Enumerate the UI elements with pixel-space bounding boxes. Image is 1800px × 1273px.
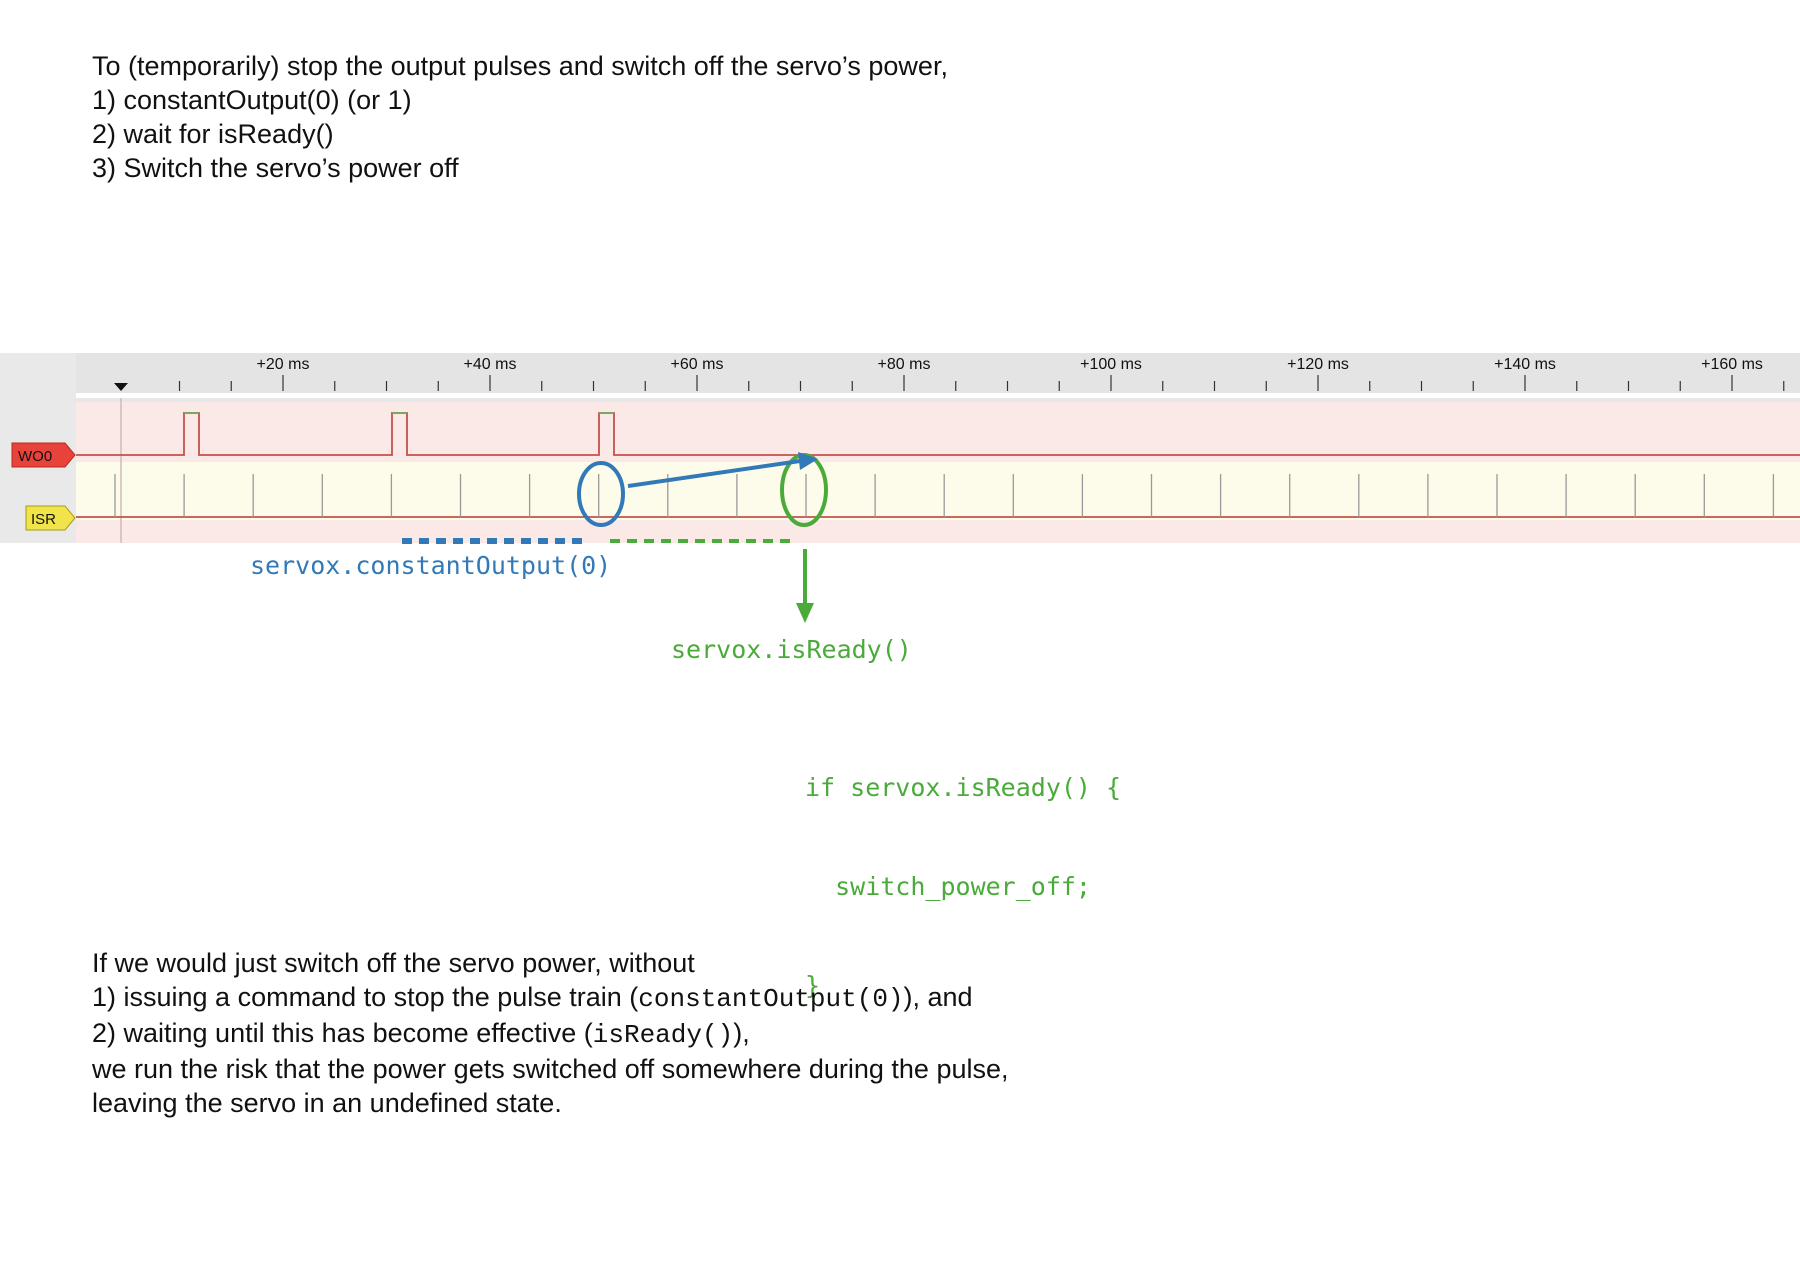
intro-line: 3) Switch the servo’s power off (92, 153, 459, 183)
tick-label: +140 ms (1494, 356, 1556, 373)
time-ruler (76, 353, 1800, 393)
isr-lane-lower (76, 520, 1800, 543)
inline-code: isReady() (592, 1020, 734, 1050)
down-arrow-icon (796, 603, 814, 623)
outro-text-span: 1) issuing a command to stop the pulse t… (92, 982, 639, 1012)
isr-channel-tag: ISR (25, 505, 76, 531)
isr-spikes (114, 474, 1775, 517)
outro-text-span: 2) waiting until this has become effecti… (92, 1018, 593, 1048)
ruler-labels: +20 ms +40 ms +60 ms +80 ms +100 ms +120 ms +1… (257, 356, 1763, 373)
tick-label: +20 ms (257, 356, 310, 373)
code-line: } (805, 971, 821, 1000)
isr-label: ISR (31, 511, 56, 528)
outro-text-span: ), (733, 1018, 750, 1048)
blue-circle-marker (577, 461, 625, 527)
outro-line: leaving the servo in an undefined state. (92, 1088, 562, 1118)
wo0-label: WO0 (18, 448, 52, 465)
tick-label: +40 ms (464, 356, 517, 373)
wo0-lane (76, 402, 1800, 462)
code-line: switch_power_off; (805, 872, 1091, 901)
wo0-channel-tag: WO0 (11, 442, 76, 468)
intro-line: 2) wait for isReady() (92, 119, 334, 149)
tick-label: +100 ms (1080, 356, 1142, 373)
code-line: if servox.isReady() { (805, 773, 1122, 802)
is-ready-label: servox.isReady() (671, 635, 912, 664)
tick-label: +80 ms (878, 356, 931, 373)
tick-label: +120 ms (1287, 356, 1349, 373)
blue-arrow-line (627, 459, 801, 488)
ruler-divider (76, 393, 1800, 398)
isr-lane (76, 462, 1800, 520)
code-snippet: if servox.isReady() { switch_power_off; … (805, 705, 1121, 1035)
inline-code: constantOutput(0) (638, 984, 904, 1014)
tick-label: +160 ms (1701, 356, 1763, 373)
arrow-head-icon (798, 452, 818, 470)
constant-output-label: servox.constantOutput(0) (250, 551, 612, 580)
outro-line: 1) issuing a command to stop the pulse t… (92, 980, 1009, 1016)
outro-text: If we would just switch off the servo po… (92, 946, 1009, 1120)
intro-line: 1) constantOutput(0) (or 1) (92, 85, 412, 115)
outro-text-span: ), and (903, 982, 973, 1012)
outro-line: we run the risk that the power gets swit… (92, 1054, 1009, 1084)
cursor-marker-icon (114, 383, 128, 391)
intro-line: To (temporarily) stop the output pulses … (92, 51, 948, 81)
tick-label: +60 ms (671, 356, 724, 373)
outro-line: 2) waiting until this has become effecti… (92, 1016, 1009, 1052)
outro-line: If we would just switch off the servo po… (92, 948, 695, 978)
ruler-ticks (178, 375, 1785, 391)
intro-text: To (temporarily) stop the output pulses … (92, 49, 948, 185)
